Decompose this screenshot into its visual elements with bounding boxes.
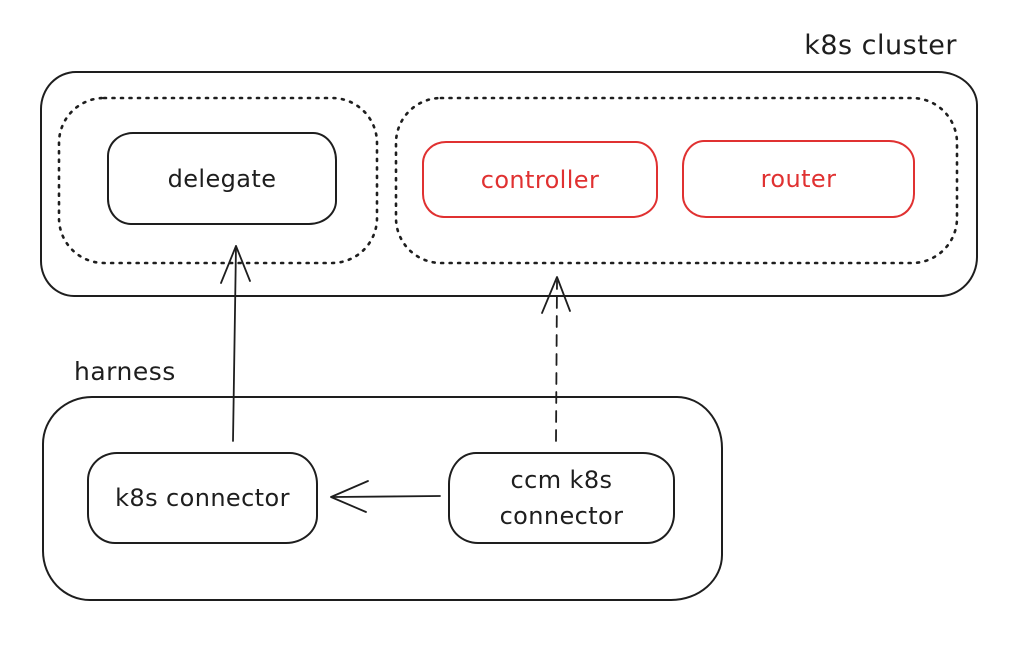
- delegate-node: delegate: [107, 132, 337, 225]
- harness-label: harness: [74, 357, 176, 386]
- ccm-k8s-connector-node: ccm k8s connector: [448, 452, 675, 544]
- k8s-cluster-label: k8s cluster: [804, 30, 957, 61]
- router-label: router: [760, 165, 837, 193]
- k8s-connector-node: k8s connector: [87, 452, 318, 544]
- controller-node: controller: [422, 141, 658, 218]
- k8s-cluster-box: [40, 71, 978, 297]
- ccm-k8s-connector-label-line2: connector: [499, 502, 624, 530]
- k8s-connector-label: k8s connector: [115, 484, 290, 512]
- ccm-k8s-connector-label: ccm k8s connector: [500, 462, 624, 534]
- ccm-k8s-connector-label-line1: ccm k8s: [510, 466, 613, 494]
- harness-box: [42, 396, 723, 601]
- controller-label: controller: [480, 165, 600, 194]
- router-node: router: [682, 140, 915, 218]
- delegate-label: delegate: [167, 164, 277, 193]
